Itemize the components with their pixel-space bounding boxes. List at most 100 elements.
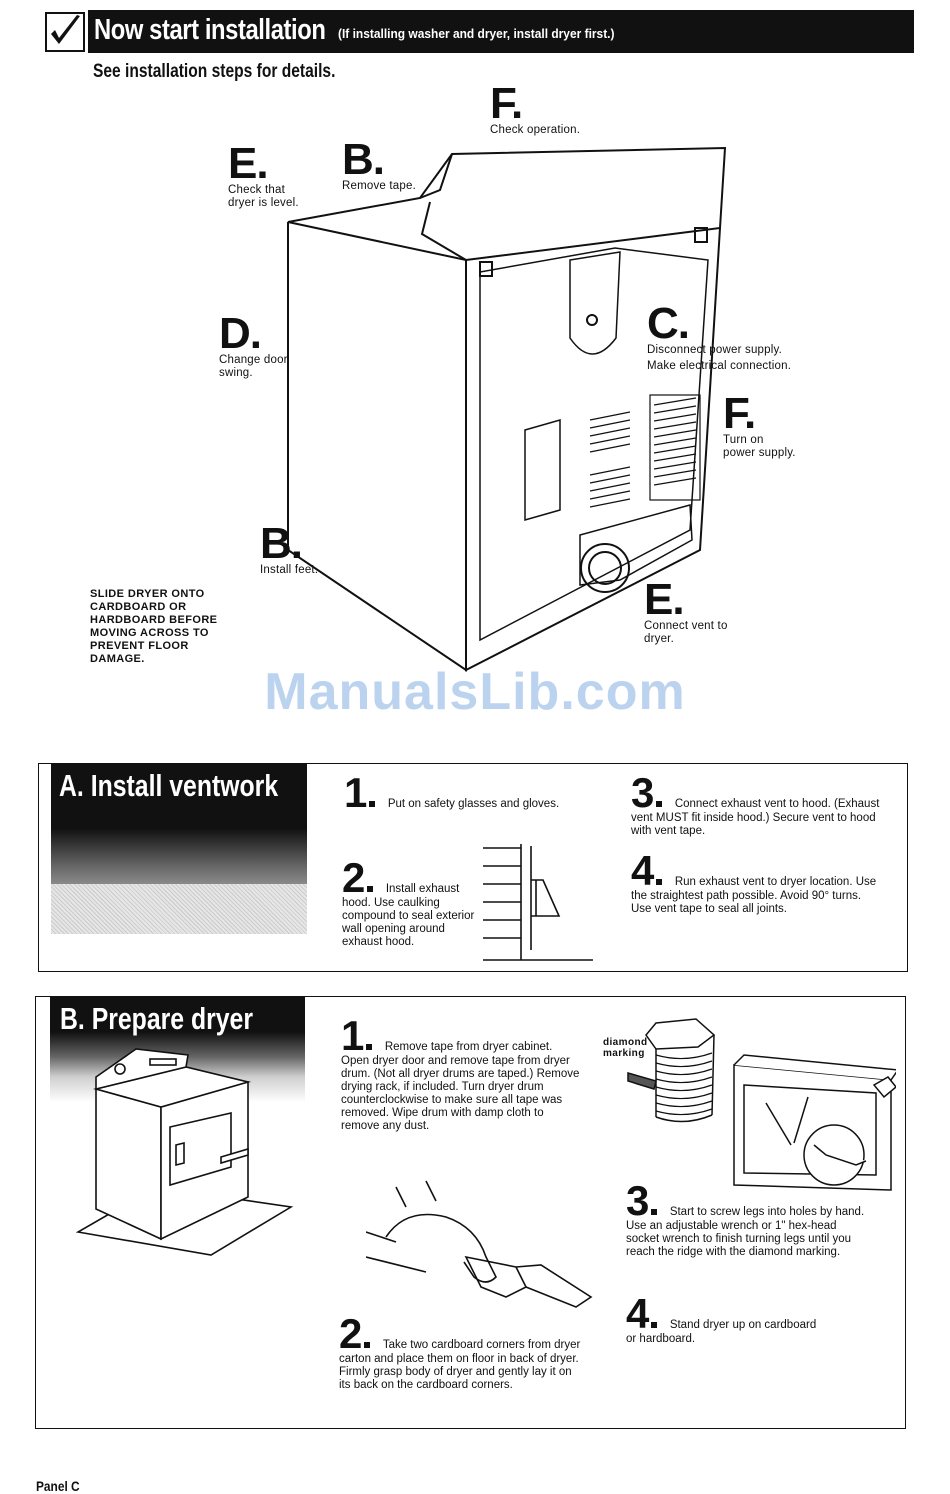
step-number: 3	[631, 769, 655, 816]
callout-text: dryer.	[644, 633, 674, 645]
step-text: Open dryer door and remove tape from dry…	[341, 1055, 570, 1067]
callout-b-bottom: B. Install feet.	[260, 519, 319, 577]
step-text: Take two cardboard corners from dryer	[382, 1339, 581, 1351]
page-title: Now start installation	[94, 14, 326, 46]
leveling-leg-illustration	[627, 1018, 896, 1191]
step-text: drum. (Not all dryer drums are taped.) R…	[341, 1068, 580, 1080]
bullet-square	[656, 801, 663, 807]
step-text: Use an adjustable wrench or 1" hex-head	[626, 1220, 837, 1232]
step-text: Stand dryer up on cardboard	[669, 1319, 817, 1331]
step-a2: 2 Install exhaust hood. Use caulking com…	[342, 857, 487, 949]
step-text: the straightest path possible. Avoid 90°…	[631, 890, 862, 902]
step-b1: 1 Remove tape from dryer cabinet. Open d…	[341, 1015, 596, 1133]
callout-e-left: E. Check that dryer is level.	[228, 139, 299, 210]
bullet-square	[651, 1209, 658, 1215]
checkmark-icon	[51, 15, 80, 44]
page-subtitle: See installation steps for details.	[93, 61, 336, 82]
callout-letter: B.	[342, 135, 385, 184]
callout-text: Turn on	[723, 434, 764, 446]
step-number: 1	[341, 1012, 365, 1059]
callout-f-top: F. Check operation.	[490, 79, 581, 137]
bullet-square	[366, 1044, 373, 1050]
watermark: ManualsLib.com	[264, 663, 686, 721]
warning-line: DAMAGE.	[90, 653, 145, 665]
panel-label: Panel C	[36, 1478, 80, 1494]
callout-letter: B.	[260, 519, 303, 568]
callout-text: Check operation.	[490, 124, 581, 136]
step-text: Put on safety glasses and gloves.	[387, 798, 560, 810]
step-text: reach the ridge with the diamond marking…	[626, 1246, 841, 1258]
callout-letter: F.	[723, 389, 756, 438]
halftone-fade	[51, 884, 307, 934]
section-prepare-dryer: B. Prepare dryer 1 Remove tape from drye…	[35, 996, 906, 1429]
step-text: Run exhaust vent to dryer location. Use	[674, 876, 877, 888]
step-text: its back on the cardboard corners.	[339, 1379, 513, 1391]
callout-letter: F.	[490, 79, 523, 128]
label-line: marking	[603, 1048, 645, 1059]
callout-text: swing.	[219, 367, 253, 379]
step-b3: 3 Start to screw legs into holes by hand…	[626, 1180, 906, 1259]
callout-text: Disconnect power supply.	[647, 344, 782, 356]
callout-text: Change door	[219, 354, 288, 366]
section-title-bar: A. Install ventwork	[51, 764, 307, 934]
callout-text: power supply.	[723, 447, 796, 459]
section-install-ventwork: A. Install ventwork 1 Put on safety glas…	[38, 763, 908, 972]
diamond-marking-label: diamond marking	[603, 1037, 647, 1059]
bullet-square	[651, 1322, 658, 1328]
step-number: 4	[626, 1290, 650, 1337]
step-text: carton and place them on floor in back o…	[339, 1353, 579, 1365]
step-text: counterclockwise to make sure all tape w…	[341, 1094, 563, 1106]
dryer-on-cardboard-illustration	[76, 1048, 294, 1256]
callout-letter: E.	[644, 575, 685, 624]
step-text: Install exhaust	[385, 883, 460, 895]
warning-line: CARDBOARD OR	[90, 601, 187, 613]
section-title: A. Install ventwork	[59, 768, 279, 803]
step-text: wall opening around	[342, 923, 445, 935]
warning-line: PREVENT FLOOR	[90, 640, 189, 652]
callout-text: Make electrical connection.	[647, 360, 792, 372]
step-number: 2	[342, 854, 366, 901]
step-text: Firmly grasp body of dryer and gently la…	[339, 1366, 572, 1378]
step-a3: 3 Connect exhaust vent to hood. (Exhaust…	[631, 772, 906, 838]
step-text: vent MUST fit inside hood.) Secure vent …	[631, 812, 876, 824]
bullet-square	[364, 1342, 371, 1348]
warning-line: HARDBOARD BEFORE	[90, 614, 218, 626]
step-text: hood. Use caulking	[342, 897, 440, 909]
section-title: B. Prepare dryer	[60, 1001, 253, 1036]
callout-d: D. Change door swing.	[219, 309, 288, 380]
callout-letter: D.	[219, 309, 262, 358]
callout-e-bottom: E. Connect vent to dryer.	[644, 575, 728, 646]
step-b4: 4 Stand dryer up on cardboard or hardboa…	[626, 1293, 906, 1346]
step-number: 1	[344, 769, 368, 816]
bullet-square	[367, 886, 374, 892]
callout-text: dryer is level.	[228, 197, 299, 209]
dryer-rear-illustration	[287, 146, 727, 672]
callout-f-right: F. Turn on power supply.	[723, 389, 796, 460]
callout-text: Remove tape.	[342, 180, 416, 192]
step-text: exhaust hood.	[342, 936, 415, 948]
exhaust-hood-illustration	[483, 844, 593, 961]
step-a4: 4 Run exhaust vent to dryer location. Us…	[631, 850, 906, 916]
step-b2: 2 Take two cardboard corners from dryer …	[339, 1313, 599, 1392]
step-a1: 1 Put on safety glasses and gloves.	[344, 772, 604, 814]
callout-letter: E.	[228, 139, 269, 188]
step-text: socket wrench to finish turning legs unt…	[626, 1233, 852, 1245]
step-text: Connect exhaust vent to hood. (Exhaust	[674, 798, 880, 810]
step-number: 4	[631, 847, 655, 894]
step-text: Use vent tape to seal all joints.	[631, 903, 787, 915]
callout-text: Install feet.	[260, 564, 319, 576]
bullet-square	[656, 879, 663, 885]
warning-line: MOVING ACROSS TO	[90, 627, 209, 639]
bullet-square	[369, 801, 376, 807]
step-text: with vent tape.	[631, 825, 706, 837]
step-number: 3	[626, 1177, 650, 1224]
step-number: 2	[339, 1310, 363, 1357]
step-text: Remove tape from dryer cabinet.	[384, 1041, 553, 1053]
step-text: removed. Wipe drum with damp cloth to	[341, 1107, 544, 1119]
warning-line: SLIDE DRYER ONTO	[90, 588, 205, 600]
label-line: diamond	[603, 1037, 648, 1048]
cardboard-corner-illustration	[366, 1180, 593, 1308]
callout-text: Connect vent to	[644, 620, 728, 632]
checkmark-box	[45, 12, 85, 52]
step-text: or hardboard.	[626, 1333, 696, 1345]
